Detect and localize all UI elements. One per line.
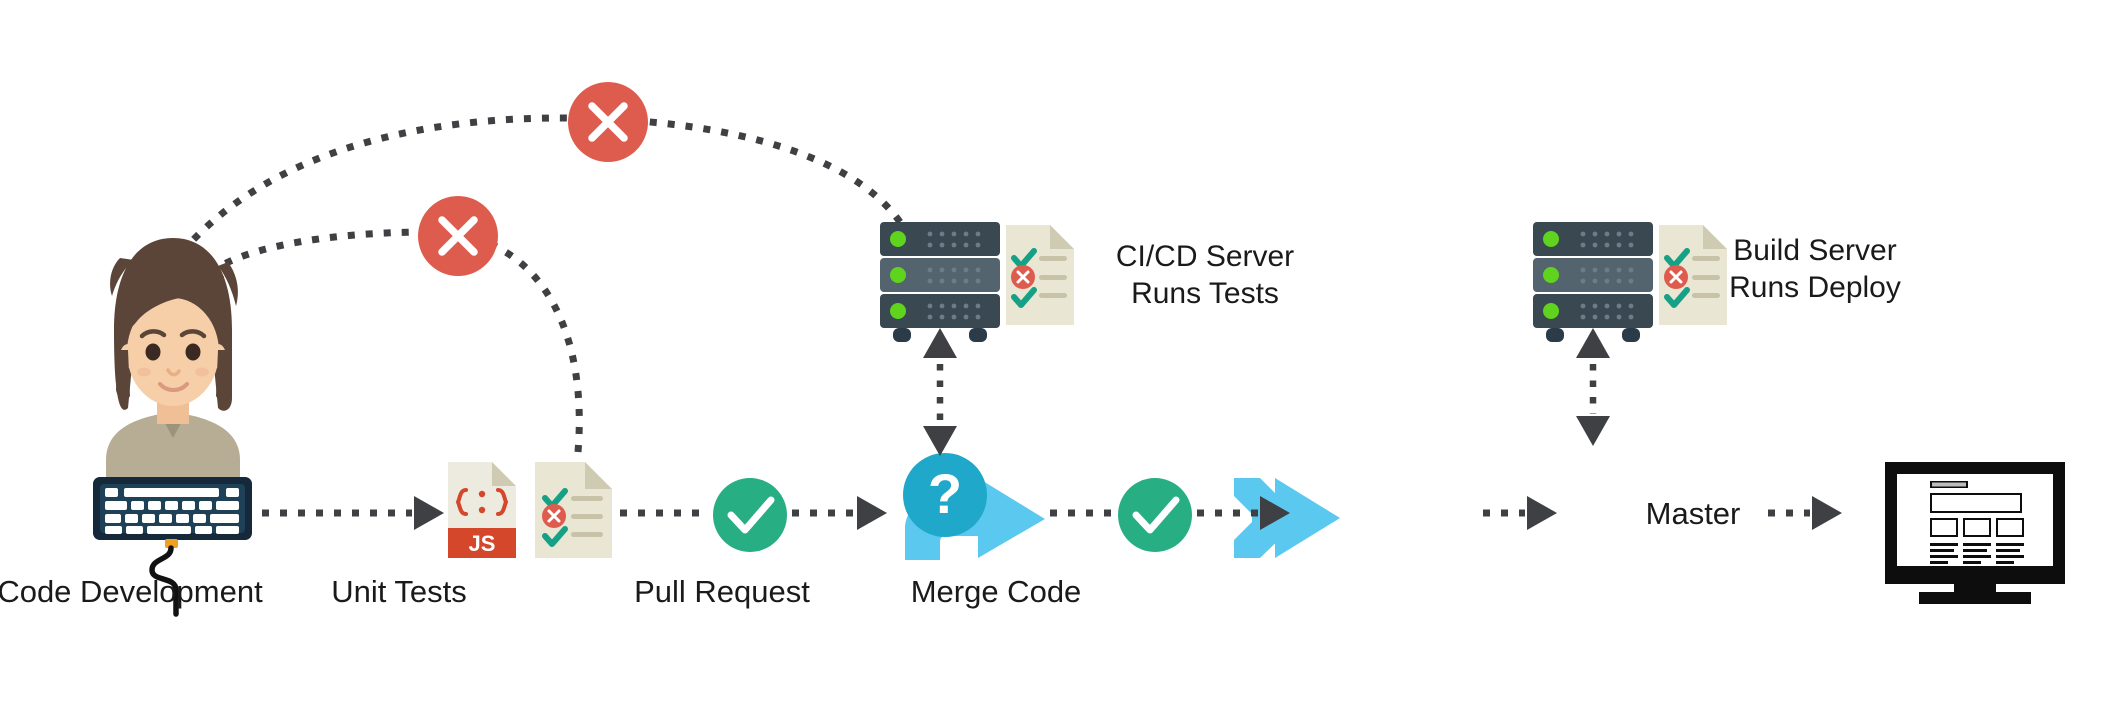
developer-avatar: [106, 238, 240, 478]
deployed-site-monitor-icon: [1885, 462, 2065, 604]
arrow-cicd-fail-to-developer: [146, 114, 903, 310]
arrow-pass-to-pull-request: [792, 496, 887, 530]
fail-badge-mid: [418, 196, 498, 276]
arrowhead-right: [1812, 496, 1842, 530]
arrow-master-to-build-server: [1576, 328, 1610, 446]
arrowhead-up: [1576, 328, 1610, 358]
arrow-pass-to-merge: [1197, 496, 1290, 530]
arrow-pull-request-to-cicd-server: [923, 328, 957, 456]
cicd-server-icon: [880, 222, 1000, 342]
close-icon: [588, 102, 628, 142]
build-server-report-icon: [1659, 225, 1727, 325]
stage-label-unit-tests: Unit Tests: [331, 574, 467, 609]
pass-badge-unit-tests: [713, 478, 787, 552]
cicd-server-report-icon: [1006, 225, 1074, 325]
stage-label-pull-request: Pull Request: [634, 574, 810, 609]
arrowhead-up: [923, 328, 957, 358]
cicd-server-label-line2: Runs Tests: [1131, 277, 1279, 310]
fail-badge-top: [568, 82, 648, 162]
js-source-file-icon: JS: [448, 462, 516, 558]
build-server-icon: [1533, 222, 1653, 342]
status-led: [890, 267, 906, 283]
build-server-label-line2: Runs Deploy: [1729, 271, 1901, 304]
status-led: [890, 231, 906, 247]
stage-label-code-development: Code Development: [0, 574, 263, 609]
arrowhead-down: [923, 426, 957, 456]
unit-test-report-icon: [535, 462, 612, 558]
merge-code-icon: [1234, 478, 1340, 558]
arrow-dev-to-unit-tests: [262, 496, 444, 530]
arrowhead-right: [414, 496, 444, 530]
pull-request-icon: ?: [903, 453, 1045, 560]
close-icon: [438, 216, 478, 256]
arrow-unit-tests-fail-to-developer: [190, 228, 583, 453]
stage-label-merge-code: Merge Code: [911, 574, 1082, 609]
check-icon: [1011, 287, 1037, 308]
arrow-merge-to-master: [1483, 496, 1557, 530]
status-led: [1543, 231, 1559, 247]
check-icon: [1664, 287, 1690, 308]
status-led: [1543, 303, 1559, 319]
keyboard-icon: [93, 477, 252, 617]
check-icon: [542, 526, 568, 547]
check-icon: [727, 496, 775, 534]
cicd-server-label-line1: CI/CD Server: [1116, 240, 1294, 273]
arrowhead-down: [1576, 416, 1610, 446]
question-mark-icon: ?: [928, 462, 962, 525]
arrowhead-right: [857, 496, 887, 530]
arrowhead-right: [1527, 496, 1557, 530]
build-server-label-line1: Build Server: [1733, 234, 1896, 267]
arrowhead-right: [1260, 496, 1290, 530]
arrow-master-to-monitor: [1768, 496, 1842, 530]
question-badge: [903, 453, 987, 537]
status-led: [890, 303, 906, 319]
master-branch-label: Master: [1646, 496, 1741, 531]
js-file-label: JS: [469, 531, 496, 556]
status-led: [1543, 267, 1559, 283]
check-icon: [1132, 496, 1180, 534]
pass-badge-pull-request: [1118, 478, 1192, 552]
